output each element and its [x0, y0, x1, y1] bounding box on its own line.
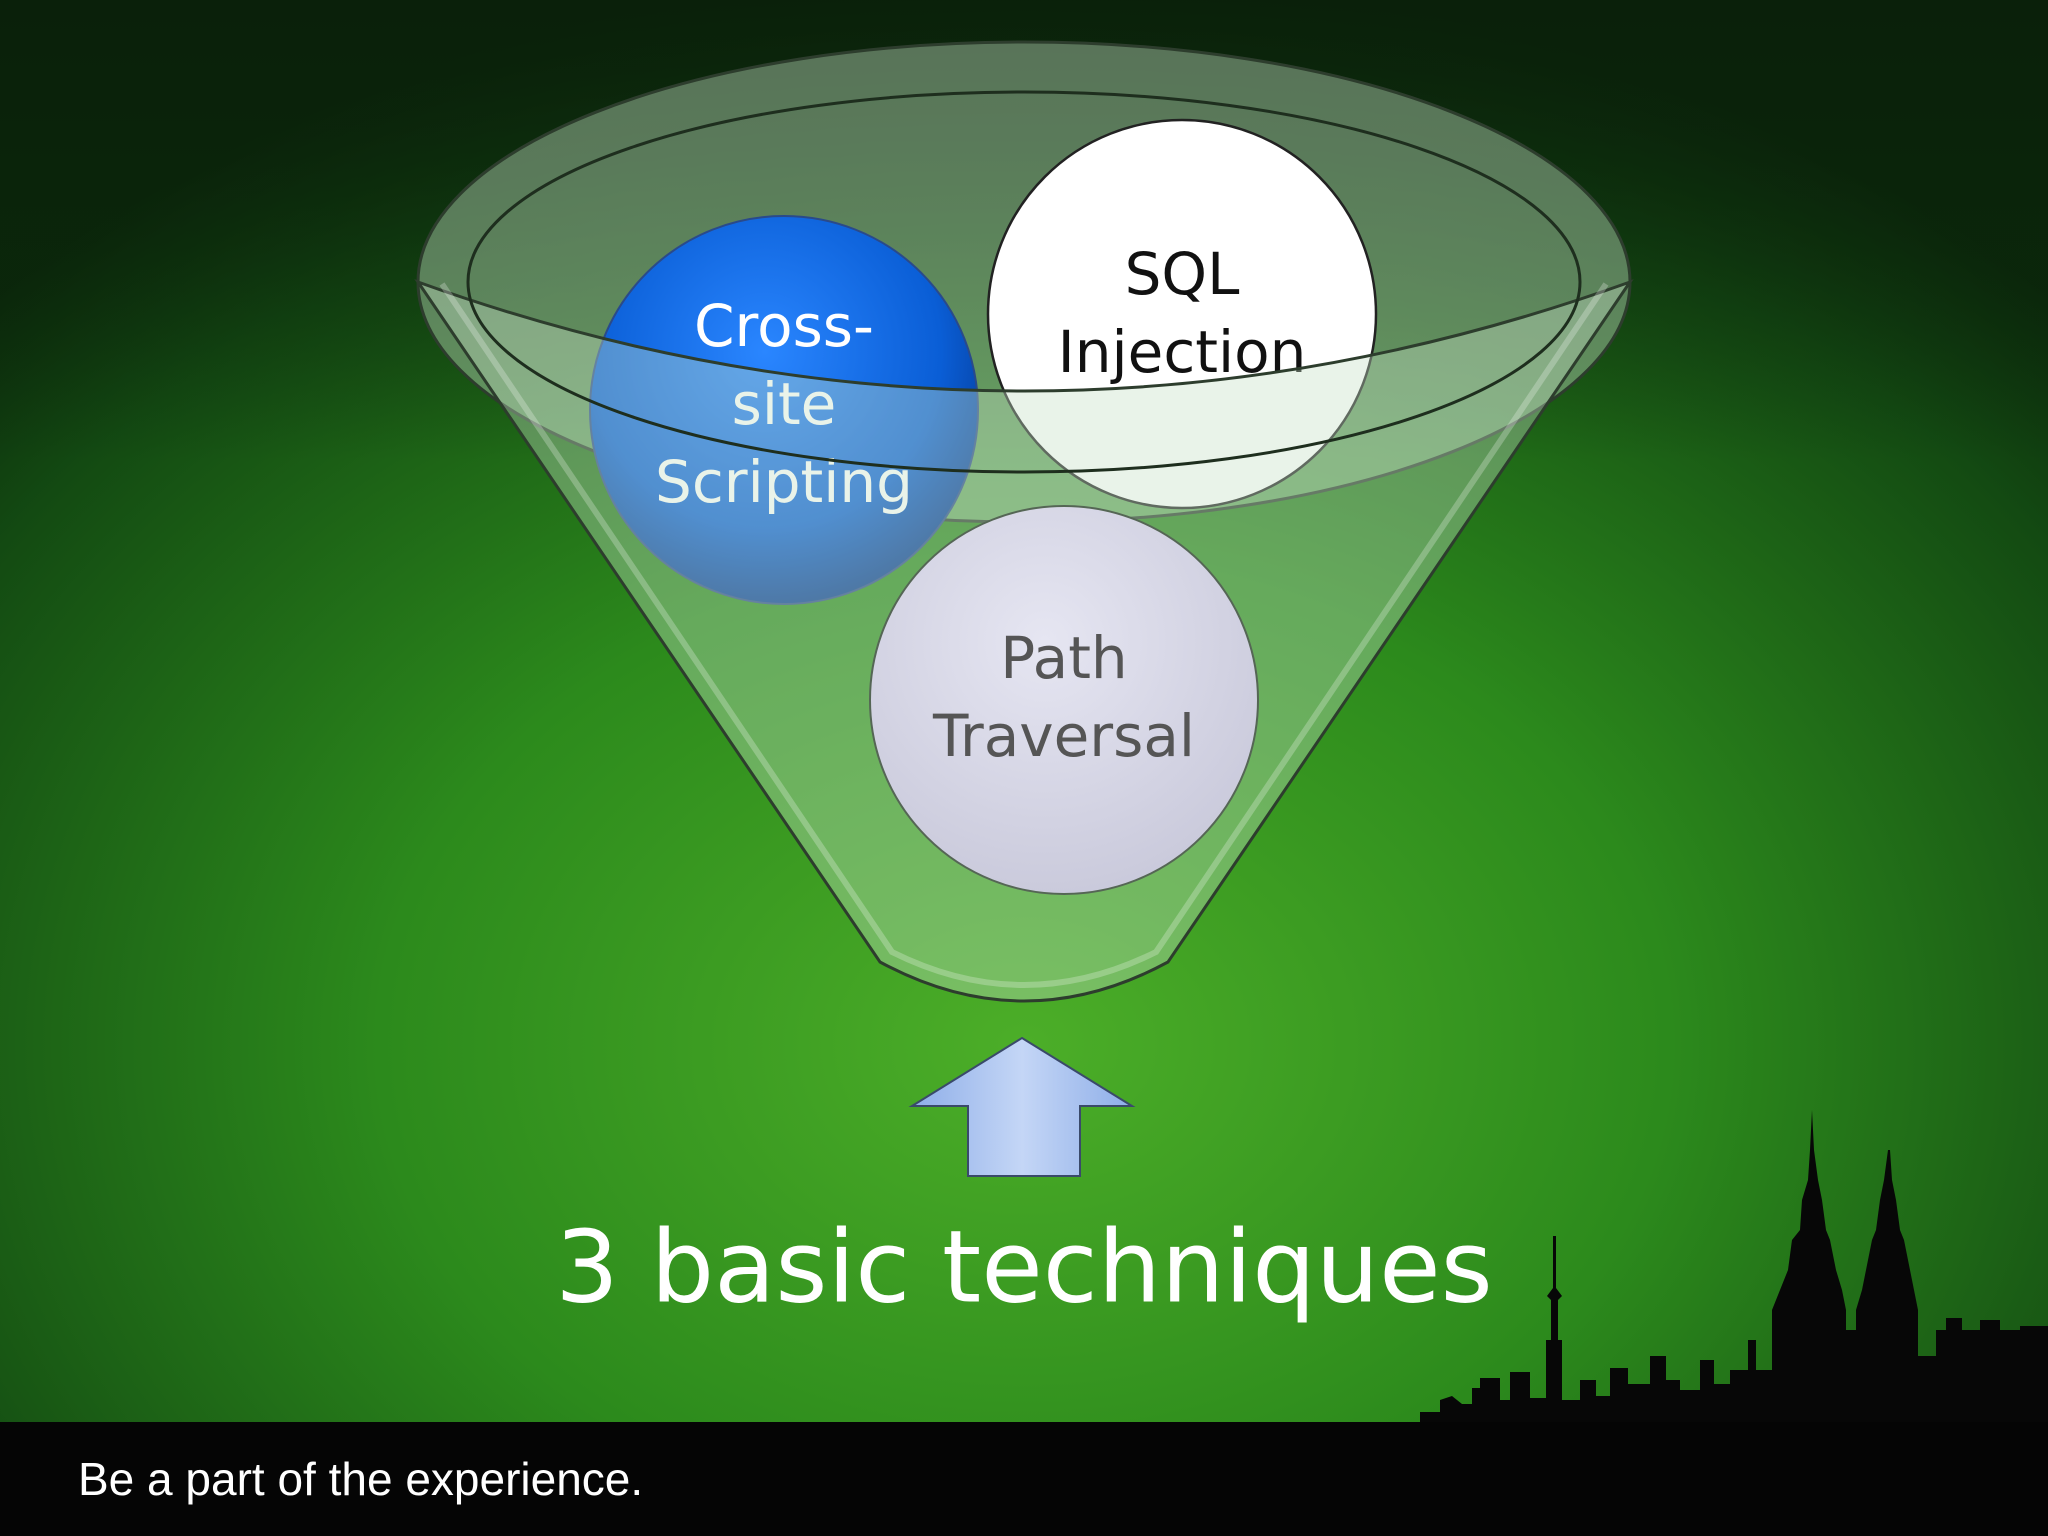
cross-site-scripting-label-line-3: Scripting: [655, 448, 913, 516]
funnel-rim-inner: [466, 90, 1582, 474]
cross-site-scripting-label-line-1: Cross-: [694, 292, 874, 360]
sql-injection-label-line-1: SQL: [1125, 240, 1240, 308]
up-arrow-icon: [908, 1036, 1136, 1177]
path-traversal-label-line-2: Traversal: [932, 702, 1195, 770]
cross-site-scripting-label-line-2: site: [732, 370, 837, 438]
skyline-silhouette: [1420, 1110, 2048, 1424]
funnel-body-highlight: [439, 282, 1609, 988]
footer-tagline: Be a part of the experience.: [78, 1453, 644, 1505]
footer-bar: [0, 1422, 2048, 1536]
path-traversal-label-line-1: Path: [1000, 624, 1127, 692]
cross-site-scripting-circle: Cross- site Scripting: [589, 215, 979, 605]
path-traversal-circle: Path Traversal: [869, 505, 1259, 895]
diagram-caption: 3 basic techniques: [555, 1208, 1493, 1325]
